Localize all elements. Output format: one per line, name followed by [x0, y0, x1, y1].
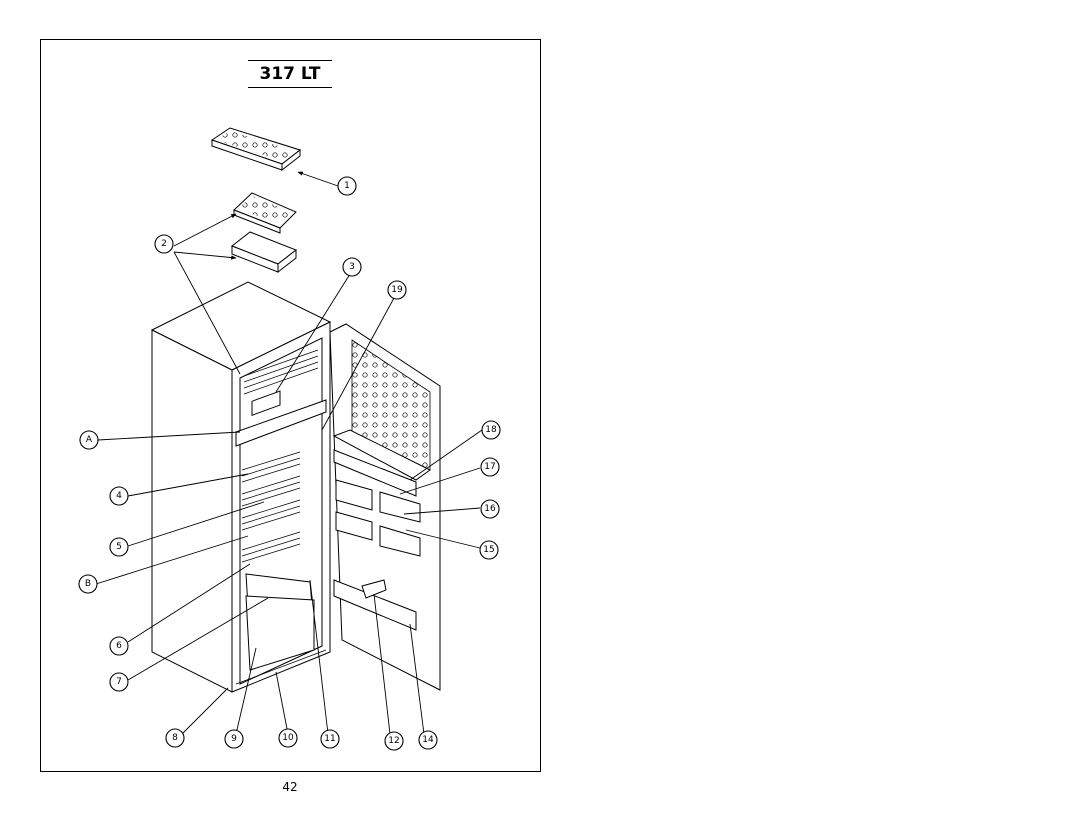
diagram-frame	[40, 39, 541, 772]
svg-text:9: 9	[231, 734, 237, 744]
callout-15: 15	[479, 540, 499, 560]
callout-A: A	[79, 430, 99, 450]
svg-text:17: 17	[484, 462, 495, 472]
svg-text:15: 15	[483, 545, 494, 555]
svg-text:4: 4	[116, 491, 122, 501]
svg-text:7: 7	[116, 677, 122, 687]
ice-tray	[210, 127, 302, 172]
callout-10: 10	[278, 728, 298, 748]
callout-2: 2	[154, 234, 174, 254]
svg-text:3: 3	[349, 262, 355, 272]
freezer-trays	[230, 192, 298, 274]
callout-4: 4	[109, 486, 129, 506]
cabinet-body	[150, 281, 332, 693]
page-number: 42	[282, 780, 298, 794]
callout-19: 19	[387, 280, 407, 300]
callout-14: 14	[418, 730, 438, 750]
callout-8: 8	[165, 728, 185, 748]
svg-text:16: 16	[484, 504, 496, 514]
svg-text:14: 14	[422, 735, 434, 745]
svg-text:11: 11	[324, 734, 335, 744]
callout-7: 7	[109, 672, 129, 692]
callout-16: 16	[480, 499, 500, 519]
svg-text:6: 6	[116, 641, 122, 651]
callout-18: 18	[481, 420, 501, 440]
svg-text:B: B	[85, 579, 91, 589]
callout-1: 1	[337, 176, 357, 196]
svg-text:10: 10	[282, 733, 294, 743]
svg-text:A: A	[86, 435, 93, 445]
svg-text:2: 2	[161, 239, 167, 249]
svg-text:19: 19	[391, 285, 403, 295]
svg-text:5: 5	[116, 542, 122, 552]
callout-9: 9	[224, 729, 244, 749]
callout-12: 12	[384, 731, 404, 751]
svg-text:18: 18	[485, 425, 497, 435]
leader-lines	[95, 171, 483, 735]
svg-text:12: 12	[388, 736, 399, 746]
callout-B: B	[78, 574, 98, 594]
callout-6: 6	[109, 636, 129, 656]
door	[329, 323, 441, 691]
callout-5: 5	[109, 537, 129, 557]
callout-3: 3	[342, 257, 362, 277]
svg-text:1: 1	[344, 181, 350, 191]
page-title: 317 LT	[248, 60, 332, 88]
callout-17: 17	[480, 457, 500, 477]
svg-text:8: 8	[172, 733, 178, 743]
callout-11: 11	[320, 729, 340, 749]
